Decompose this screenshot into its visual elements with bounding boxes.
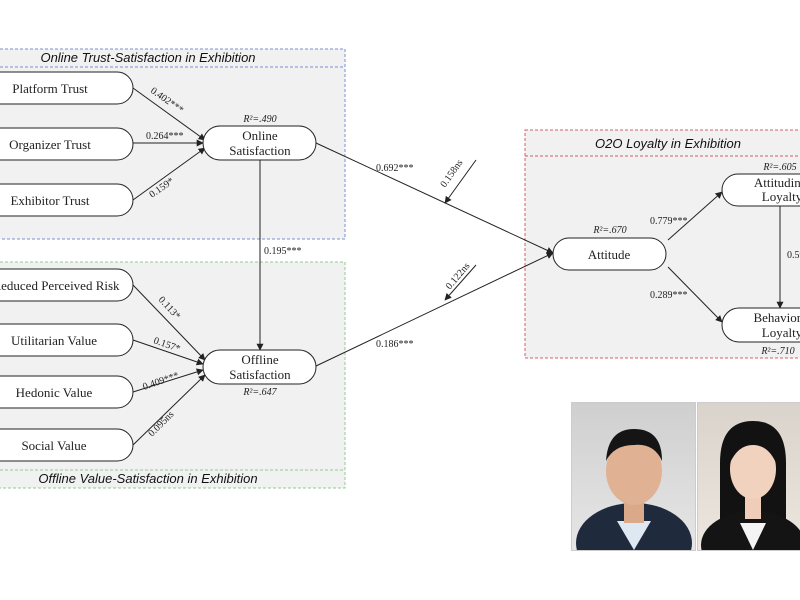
- svg-text:Satisfaction: Satisfaction: [229, 367, 291, 382]
- svg-text:Attitudinal: Attitudinal: [754, 175, 800, 190]
- node-offline-satisfaction: Offline Satisfaction R²=.647: [202, 349, 317, 398]
- label-online-attitude: 0.692***: [376, 163, 414, 174]
- svg-text:Attitude: Attitude: [588, 247, 631, 262]
- svg-text:Offline: Offline: [241, 352, 279, 367]
- node-utilitarian-value: Utilitarian Value: [0, 323, 134, 357]
- online-group-title: Online Trust-Satisfaction in Exhibition: [40, 50, 255, 65]
- path-arrows: [132, 87, 784, 446]
- svg-text:Behavioral: Behavioral: [753, 310, 800, 325]
- person-photo-man-icon: [576, 429, 692, 550]
- svg-text:Exhibitor Trust: Exhibitor Trust: [10, 193, 89, 208]
- person-photo-woman-icon: [701, 421, 800, 550]
- svg-text:Loyalty: Loyalty: [762, 325, 800, 340]
- node-behavioral-loyalty: Behavioral Loyalty R²=.710: [721, 307, 800, 357]
- label-attitude-attitudinal: 0.779***: [650, 216, 688, 227]
- arrow-attitude-behavioral: [667, 266, 723, 323]
- node-exhibitor-trust: Exhibitor Trust: [0, 183, 134, 217]
- r2-online-satisfaction: R²=.490: [242, 114, 276, 125]
- svg-text:Organizer Trust: Organizer Trust: [9, 137, 91, 152]
- node-hedonic-value: Hedonic Value: [0, 375, 134, 409]
- label-attitude-behavioral: 0.289***: [650, 290, 688, 301]
- arrow-exhibitor-online: [132, 147, 206, 201]
- svg-text:Online: Online: [242, 128, 278, 143]
- node-platform-trust: Platform Trust: [0, 71, 134, 105]
- arrow-offline-attitude: [315, 252, 554, 367]
- arrow-mod-online: [444, 159, 477, 204]
- label-offline-attitude-mod: 0.122ns: [444, 261, 473, 292]
- r2-attitudinal-loyalty: R²=.605: [762, 162, 796, 173]
- label-online-attitude-mod: 0.158ns: [438, 158, 465, 190]
- svg-text:Hedonic Value: Hedonic Value: [16, 385, 93, 400]
- label-offline-attitude: 0.186***: [376, 339, 414, 350]
- arrow-hedonic-offline: [132, 368, 204, 393]
- r2-offline-satisfaction: R²=.647: [242, 387, 277, 398]
- label-attitudinal-behavioral: 0.591: [787, 250, 800, 261]
- node-online-satisfaction: Online Satisfaction R²=.490: [202, 114, 317, 161]
- svg-text:Satisfaction: Satisfaction: [229, 143, 291, 158]
- label-organizer-online: 0.264***: [146, 131, 184, 142]
- svg-text:Social Value: Social Value: [21, 438, 86, 453]
- r2-attitude: R²=.670: [592, 225, 626, 236]
- node-organizer-trust: Organizer Trust: [0, 127, 134, 161]
- label-online-offline: 0.195***: [264, 246, 302, 257]
- node-reduced-risk: Reduced Perceived Risk: [0, 268, 134, 302]
- arrow-online-attitude: [315, 142, 554, 254]
- o2o-group-title: O2O Loyalty in Exhibition: [595, 136, 741, 151]
- arrow-mod-offline: [444, 264, 477, 301]
- svg-text:Reduced Perceived Risk: Reduced Perceived Risk: [0, 278, 120, 293]
- arrow-utilitarian-offline: [132, 339, 204, 366]
- author-photo-2: [697, 402, 800, 551]
- node-attitudinal-loyalty: Attitudinal Loyalty R²=.605: [721, 162, 800, 207]
- author-photo-1: [571, 402, 696, 551]
- arrow-attitude-attitudinal: [667, 191, 723, 241]
- arrow-risk-offline: [132, 284, 206, 361]
- svg-text:Loyalty: Loyalty: [762, 189, 800, 204]
- svg-text:Platform Trust: Platform Trust: [12, 81, 88, 96]
- node-social-value: Social Value: [0, 428, 134, 462]
- offline-group-title: Offline Value-Satisfaction in Exhibition: [38, 471, 257, 486]
- arrow-platform-online: [132, 87, 206, 141]
- arrow-social-offline: [132, 374, 206, 446]
- svg-text:Utilitarian Value: Utilitarian Value: [11, 333, 97, 348]
- r2-behavioral-loyalty: R²=.710: [760, 346, 794, 357]
- node-attitude: Attitude R²=.670: [552, 225, 667, 271]
